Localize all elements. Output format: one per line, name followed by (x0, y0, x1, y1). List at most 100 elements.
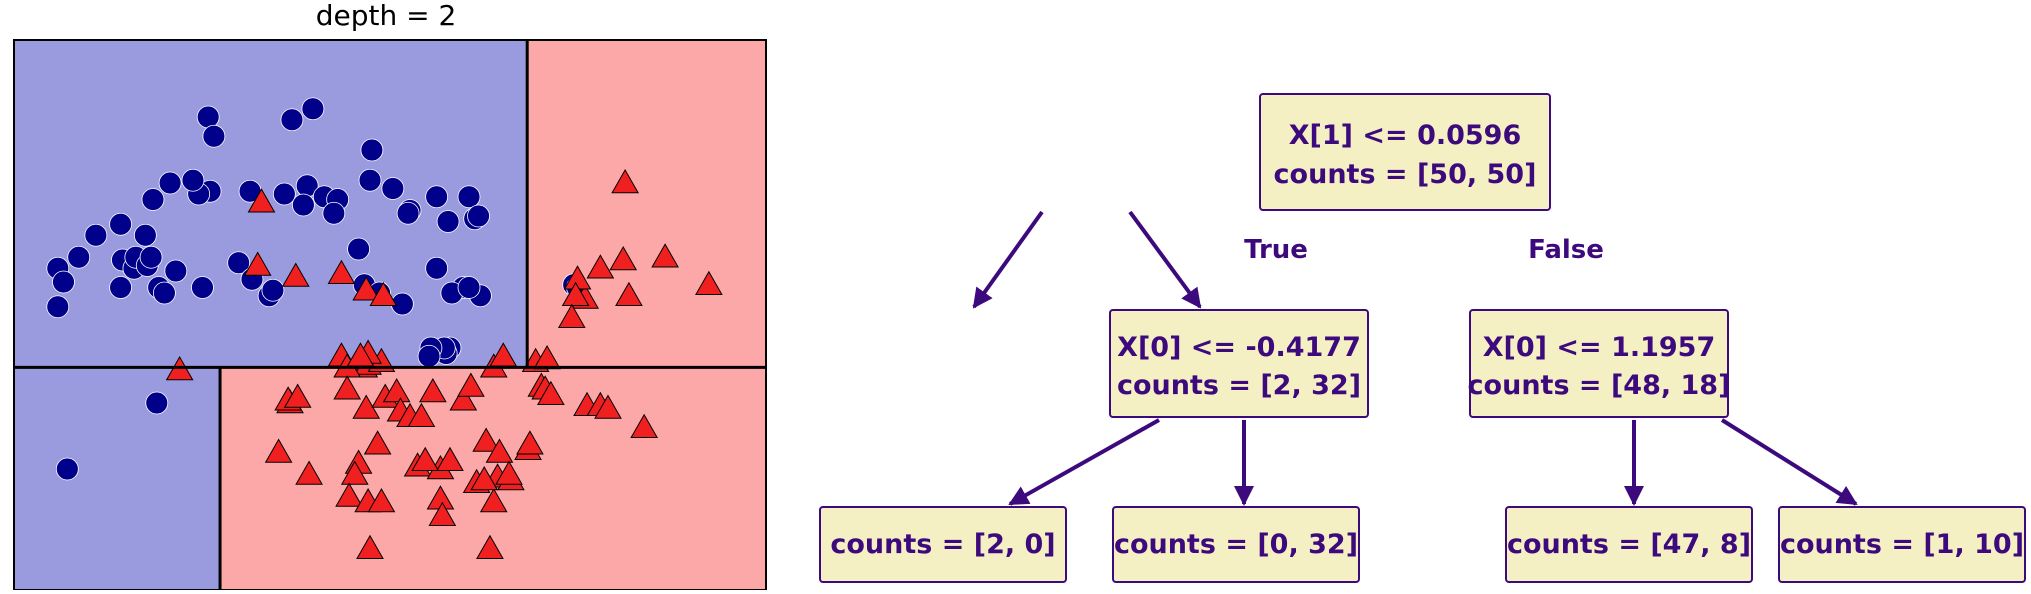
edge-label-true: True (1244, 235, 1308, 265)
class0-point (291, 193, 315, 217)
class0-point (181, 168, 205, 192)
class0-point (457, 276, 481, 299)
class1-point (611, 168, 639, 194)
class1-point (594, 394, 622, 419)
class1-point (335, 482, 363, 507)
class0-point (272, 182, 296, 206)
points-layer (46, 97, 723, 559)
class1-point (243, 251, 272, 276)
edge-root-right (1128, 210, 1202, 309)
decision-boundary-plot: depth = 2 (0, 0, 790, 591)
class0-point (141, 188, 165, 211)
class1-point (586, 254, 615, 279)
node-left-split: X[0] <= -0.4177 (1117, 332, 1361, 363)
class1-point (382, 377, 411, 403)
class1-point (281, 262, 310, 287)
class1-point (411, 446, 440, 471)
node-root-counts: counts = [50, 50] (1274, 159, 1537, 190)
class1-point (363, 430, 392, 455)
class1-point (367, 487, 396, 513)
node-left-counts: counts = [2, 32] (1117, 370, 1361, 401)
tree-node-left: X[0] <= -0.4177 counts = [2, 32] (1109, 309, 1369, 418)
plot-title: depth = 2 (316, 0, 457, 32)
class1-point (449, 386, 478, 411)
class1-point (333, 375, 362, 400)
class1-point (352, 276, 381, 301)
tree-leaf-3: counts = [47, 8] (1505, 506, 1753, 583)
class1-point (537, 380, 565, 405)
leaf-1-counts: counts = [2, 0] (830, 529, 1055, 560)
decision-region-1 (14, 40, 528, 368)
class1-point (485, 438, 514, 463)
node-right-counts: counts = [48, 18] (1468, 370, 1731, 401)
class1-point (407, 402, 436, 427)
class0-point (109, 276, 133, 299)
class1-point (436, 446, 464, 471)
edge-root-left (972, 210, 1044, 309)
class0-point (139, 245, 163, 269)
tree-node-root: X[1] <= 0.0596 counts = [50, 50] (1259, 93, 1551, 211)
class0-point (396, 201, 420, 225)
class1-point (340, 460, 369, 485)
class0-point (202, 124, 226, 148)
class1-point (479, 487, 508, 513)
class0-point (301, 97, 325, 121)
decision-tree-diagram: True False X[1] <= 0.0596 counts = [50, … (790, 0, 2031, 590)
class0-point (360, 138, 384, 162)
class0-point (145, 391, 169, 415)
class0-point (55, 457, 79, 481)
class0-point (425, 185, 449, 209)
class1-point (557, 303, 586, 328)
edge-right-leaf4 (1720, 418, 1858, 506)
class0-point (425, 256, 449, 280)
class0-point (67, 245, 91, 269)
class0-point (436, 210, 460, 233)
class0-point (322, 201, 346, 225)
scatter-plot-svg: depth = 2 (13, 0, 767, 591)
class0-point (196, 105, 220, 129)
class1-point (651, 243, 679, 268)
class0-point (347, 237, 370, 261)
decision-region-2 (527, 40, 766, 368)
class0-point (227, 251, 251, 275)
class0-point (152, 281, 176, 305)
class1-point (609, 245, 638, 271)
tree-svg: True False X[1] <= 0.0596 counts = [50, … (819, 93, 2026, 583)
class1-point (283, 383, 312, 408)
tree-node-right: X[0] <= 1.1957 counts = [48, 18] (1468, 309, 1731, 418)
tree-leaf-2: counts = [0, 32] (1112, 506, 1360, 583)
tree-leaf-1: counts = [2, 0] (819, 506, 1067, 583)
split-lines-layer (14, 40, 766, 590)
class1-point (472, 427, 501, 452)
class1-point (247, 188, 276, 213)
class0-point (109, 212, 133, 236)
class1-point (264, 438, 293, 463)
class1-point (295, 460, 323, 485)
class1-point (516, 430, 544, 455)
class1-point (457, 372, 485, 397)
node-right-split: X[0] <= 1.1957 (1483, 332, 1716, 363)
class1-point (356, 534, 384, 559)
leaf-2-counts: counts = [0, 32] (1114, 529, 1358, 560)
class0-point (280, 108, 304, 132)
class1-point (615, 281, 643, 306)
class1-point (476, 534, 504, 559)
class0-point (46, 295, 70, 319)
class0-point (381, 177, 405, 200)
class0-point (133, 223, 157, 247)
class0-point (467, 204, 490, 228)
class0-point (261, 278, 285, 302)
leaf-4-counts: counts = [1, 10] (1780, 529, 2024, 560)
class1-point (561, 281, 590, 306)
class0-point (158, 171, 182, 195)
leaf-3-counts: counts = [47, 8] (1507, 529, 1751, 560)
class1-point (369, 281, 398, 306)
edge-label-false: False (1528, 235, 1604, 265)
class0-point (84, 223, 108, 247)
class0-point (52, 270, 75, 294)
class1-point (428, 501, 457, 526)
class0-point (457, 185, 481, 209)
class1-point (418, 377, 447, 403)
class1-point (495, 460, 523, 485)
decision-region-3 (14, 367, 221, 590)
